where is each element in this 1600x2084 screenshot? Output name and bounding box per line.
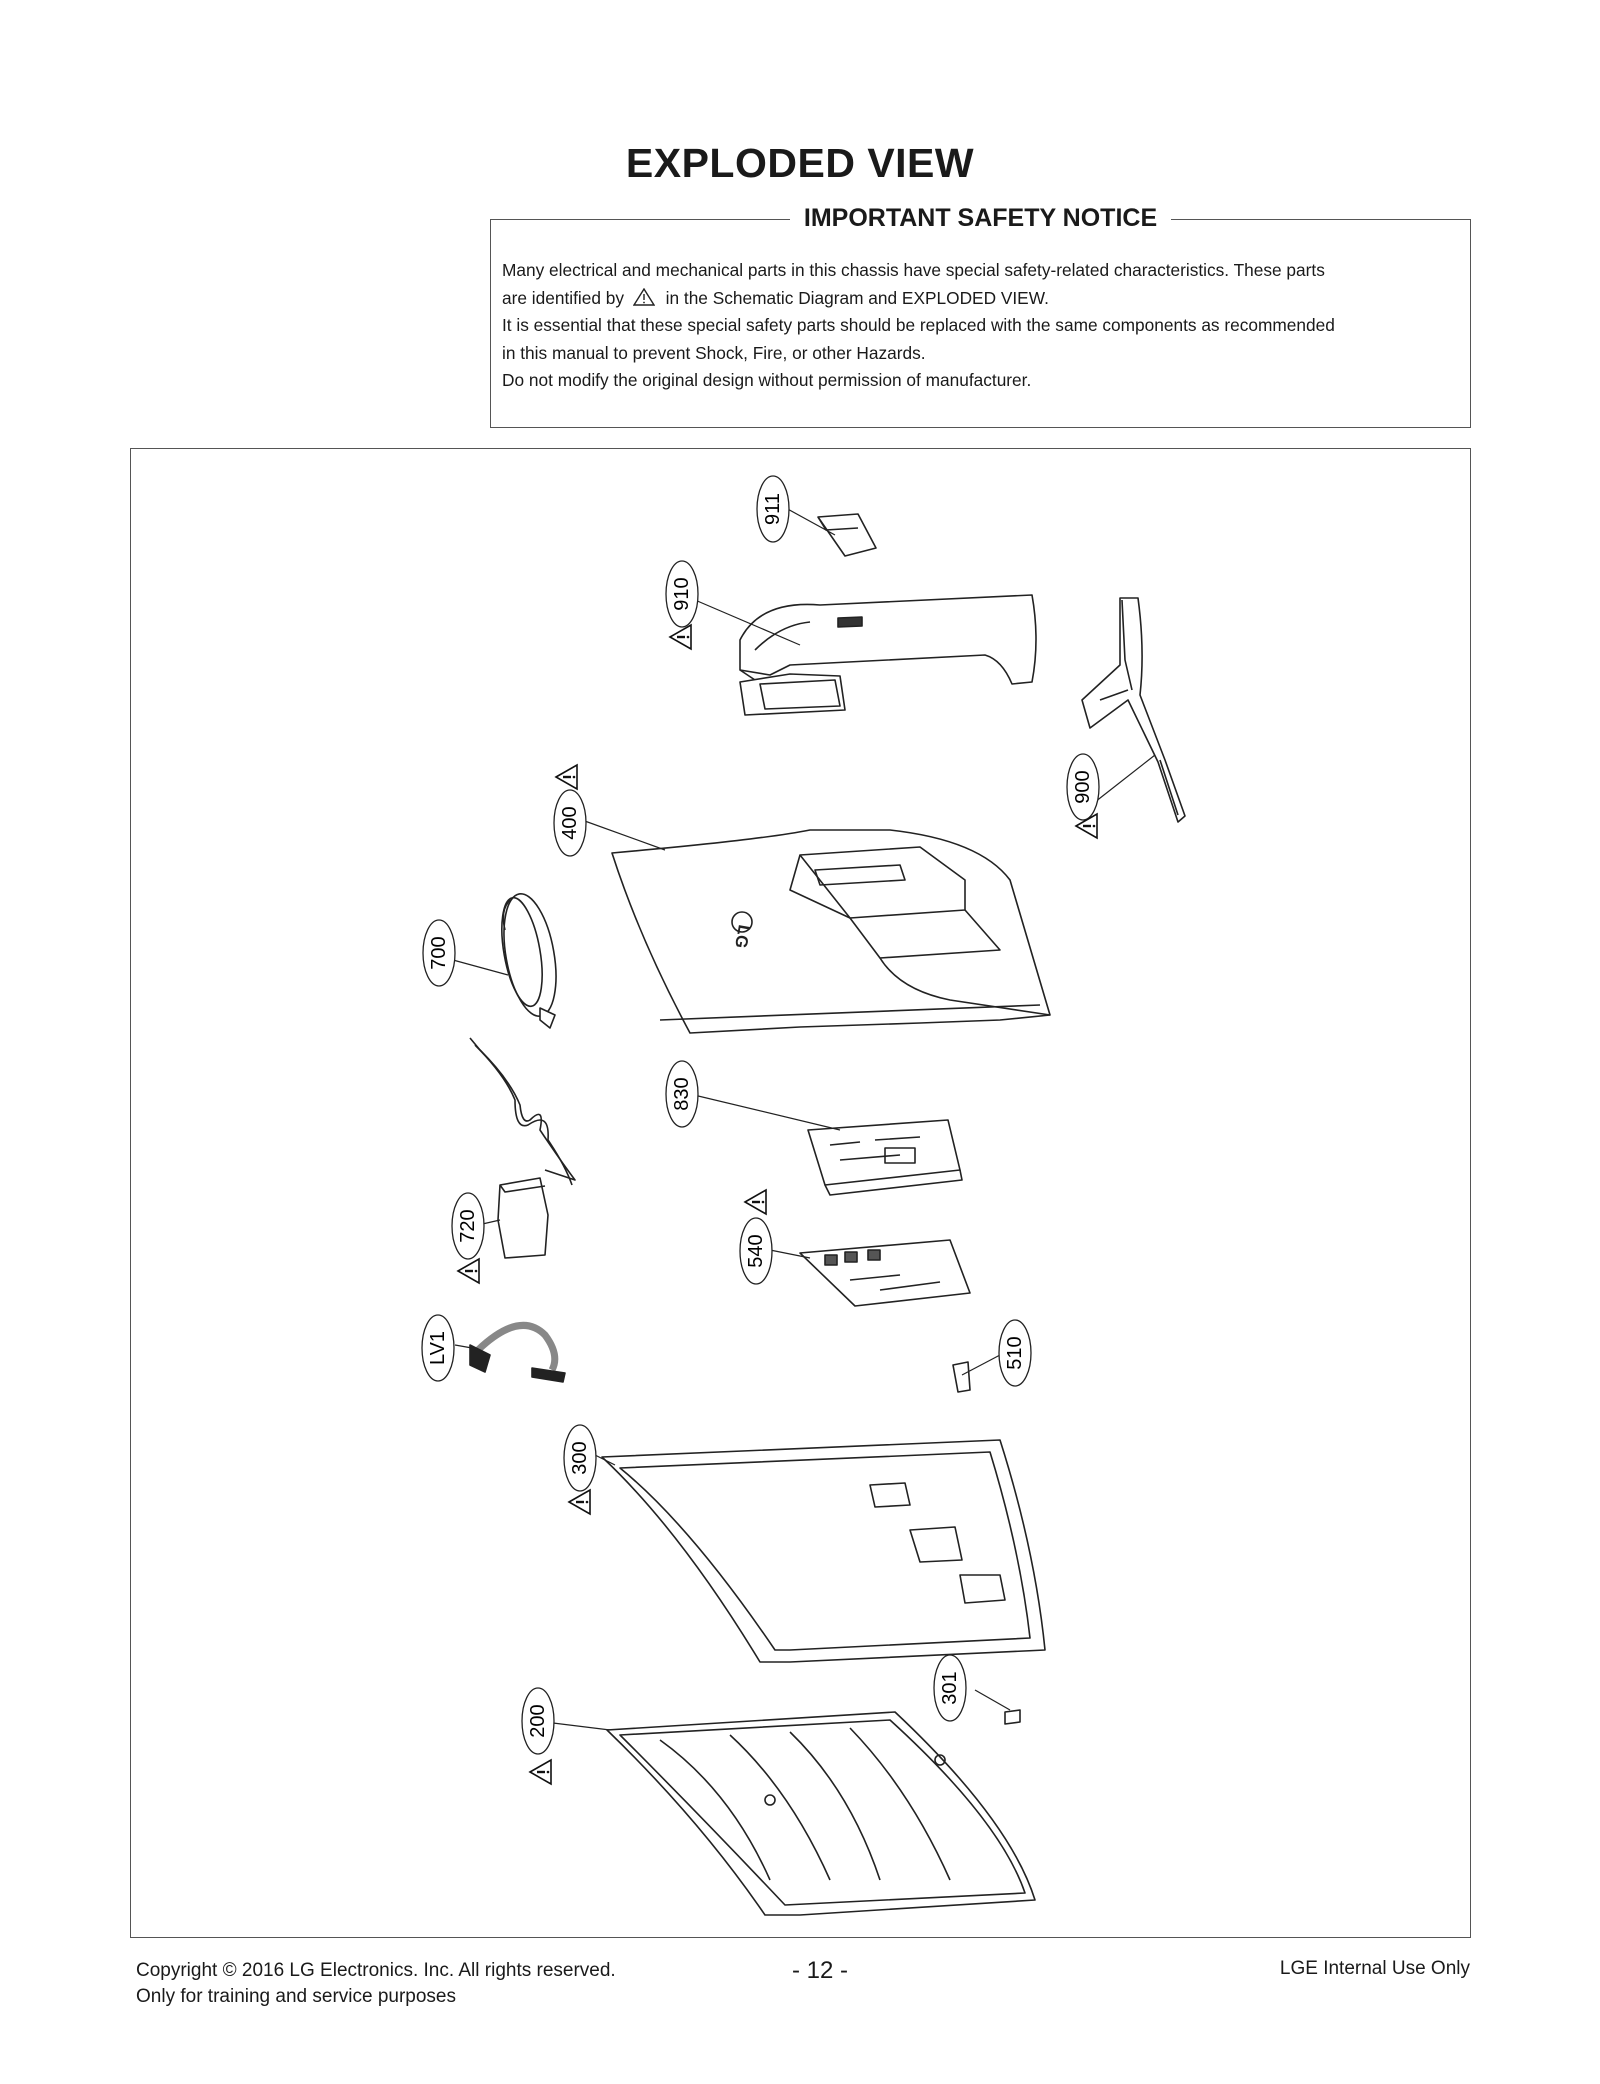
page-number: - 12 - (791, 1957, 848, 1984)
svg-text:510: 510 (1004, 1336, 1026, 1369)
svg-text:830: 830 (671, 1077, 693, 1110)
notice-line-1: Many electrical and mechanical parts in … (502, 260, 1325, 280)
svg-text:301: 301 (939, 1671, 961, 1704)
svg-text:300: 300 (569, 1441, 591, 1474)
exploded-diagram-frame (130, 448, 1471, 1938)
part-540-drawing (799, 1239, 971, 1307)
svg-text:200: 200 (527, 1704, 549, 1737)
page-title: EXPLODED VIEW (625, 140, 975, 186)
notice-line-3: It is essential that these special safet… (502, 315, 1335, 335)
svg-text:900: 900 (1072, 770, 1094, 803)
part-900-drawing (1081, 597, 1186, 823)
svg-text:LV1: LV1 (427, 1331, 449, 1365)
part-300-drawing (601, 1439, 1046, 1663)
part-400-drawing (611, 829, 1051, 1034)
part-label-700: 700 (422, 919, 456, 987)
safety-notice-box: IMPORTANT SAFETY NOTICE Many electrical … (490, 204, 1471, 428)
part-lv1-drawing (469, 1321, 566, 1383)
warning-triangle-icon (528, 1758, 553, 1786)
lg-logo-text: LG (731, 923, 754, 950)
warning-triangle-icon (743, 1188, 768, 1216)
svg-text:540: 540 (745, 1234, 767, 1267)
part-label-400: 400 (553, 789, 587, 857)
part-label-910: 910 (665, 560, 699, 628)
part-label-lv1: LV1 (421, 1314, 455, 1382)
warning-triangle-icon (567, 1488, 592, 1516)
svg-text:910: 910 (671, 577, 693, 610)
footer-training: Only for training and service purposes (136, 1986, 456, 2007)
part-label-540: 540 (739, 1217, 773, 1285)
part-301-drawing (1004, 1709, 1021, 1725)
part-200-drawing (606, 1711, 1036, 1916)
warning-triangle-icon (632, 287, 655, 306)
warning-triangle-icon (668, 623, 693, 651)
part-label-510: 510 (998, 1319, 1032, 1387)
part-911-drawing (817, 513, 877, 557)
part-510-drawing (952, 1361, 971, 1393)
safety-notice-body: Many electrical and mechanical parts in … (502, 257, 1458, 395)
part-720-drawing (469, 1037, 576, 1259)
warning-triangle-icon (456, 1257, 481, 1285)
footer-copyright: Copyright © 2016 LG Electronics. Inc. Al… (136, 1960, 616, 1981)
part-label-900: 900 (1066, 753, 1100, 821)
svg-text:720: 720 (457, 1209, 479, 1242)
footer-copyright-block: Copyright © 2016 LG Electronics. Inc. Al… (136, 1958, 616, 2010)
part-label-830: 830 (665, 1060, 699, 1128)
part-label-301: 301 (933, 1654, 967, 1722)
safety-notice-heading: IMPORTANT SAFETY NOTICE (491, 204, 1470, 233)
warning-triangle-icon (554, 763, 579, 791)
part-label-200: 200 (521, 1687, 555, 1755)
footer-internal: LGE Internal Use Only (1279, 1958, 1470, 1979)
part-label-911: 911 (756, 475, 790, 543)
svg-text:911: 911 (762, 493, 784, 525)
svg-text:700: 700 (428, 936, 450, 969)
part-700-drawing (501, 892, 557, 1029)
part-label-300: 300 (563, 1424, 597, 1492)
notice-line-2: are identified by in the Schematic Diagr… (502, 287, 1049, 308)
part-label-720: 720 (451, 1192, 485, 1260)
notice-line-5: Do not modify the original design withou… (502, 370, 1032, 390)
part-830-drawing (807, 1119, 963, 1196)
svg-text:400: 400 (559, 806, 581, 839)
part-910-drawing (739, 594, 1037, 716)
notice-line-4: in this manual to prevent Shock, Fire, o… (502, 342, 926, 363)
leader-lines (452, 506, 1156, 1731)
